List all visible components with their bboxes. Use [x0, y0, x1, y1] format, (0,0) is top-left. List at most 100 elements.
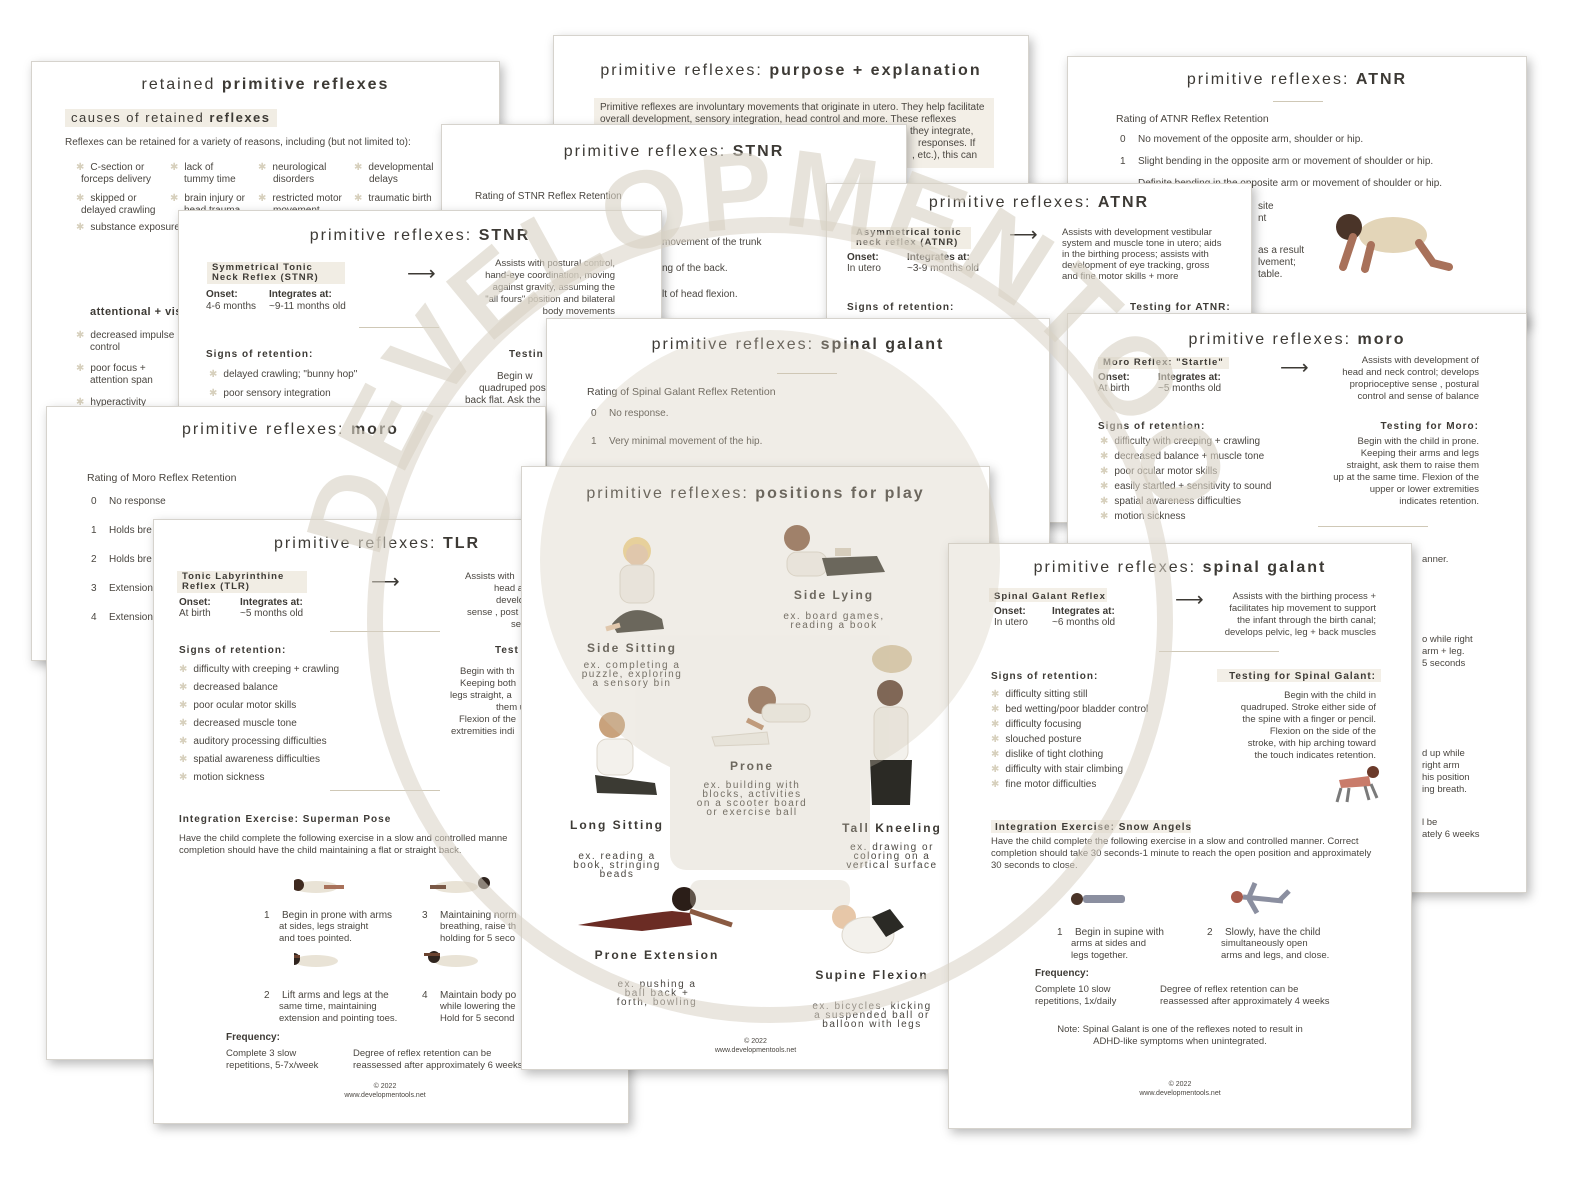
position-example: vertical surface: [846, 860, 938, 871]
crawling-child-illustration: [1336, 214, 1453, 273]
description: se: [511, 619, 522, 630]
step-item: breathing, raise th: [440, 921, 517, 932]
body-text: , etc.), this can: [912, 150, 978, 161]
fragment: movement of the trunk: [662, 237, 762, 248]
section-tag: causes of retained reflexes: [65, 109, 277, 127]
frequency-text: repetitions, 1x/daily: [1035, 996, 1117, 1007]
footer-copyright: © 2022: [1168, 1081, 1192, 1088]
description: control and sense of balance: [1357, 391, 1479, 402]
sign-item: motion sickness: [1100, 510, 1185, 523]
reflex-tag: Moro Reflex: "Startle": [1098, 357, 1229, 369]
position-example: or exercise ball: [706, 807, 798, 818]
description: "all fours" position and bilateral: [485, 294, 615, 305]
position-example: reading a book: [790, 620, 878, 631]
sheet-title: primitive reflexes: moro: [1188, 331, 1406, 348]
testing-heading: Test: [495, 645, 519, 656]
position-label: Side Lying: [793, 588, 875, 602]
testing-text: Flexion on the side of the: [1269, 726, 1376, 737]
supine-flexion-illustration: [832, 905, 904, 954]
sheet-title: primitive reflexes: positions for play: [586, 485, 925, 502]
sheet-title: primitive reflexes: moro: [182, 421, 399, 438]
rating-heading: Rating of Moro Reflex Retention: [87, 472, 237, 484]
description: proprioceptive sense , postural: [1349, 379, 1479, 390]
sign-item: delayed crawling; "bunny hop": [209, 368, 357, 381]
fragment: ng of the back.: [662, 263, 728, 274]
frequency-text: repetitions, 5-7x/week: [226, 1060, 319, 1071]
list-item: substance exposure: [76, 221, 180, 234]
footer-copyright: © 2022: [373, 1083, 397, 1090]
sign-item: difficulty with stair climbing: [991, 763, 1123, 776]
sheet-title: primitive reflexes: spinal galant: [651, 336, 945, 353]
exercise-intro: Have the child complete the following ex…: [179, 833, 508, 844]
testing-text: up at the same time. Flexion of the: [1333, 472, 1479, 483]
testing-text: upper or lower extremities: [1369, 484, 1479, 495]
fragment: l be: [1422, 817, 1438, 828]
exercise-intro: Have the child complete the following ex…: [991, 836, 1359, 847]
body-text: responses. If: [918, 138, 976, 149]
testing-heading: Testing for ATNR:: [1130, 302, 1231, 313]
description: against gravity, assuming the: [492, 282, 615, 293]
reassess-text: Degree of reflex retention can be: [353, 1048, 492, 1059]
description: Assists with postural control,: [495, 258, 615, 269]
list-item: tummy time: [184, 174, 236, 185]
divider: [1159, 651, 1279, 652]
sheet-title: primitive reflexes: STNR: [563, 143, 785, 160]
heading-highlight: [1217, 669, 1381, 682]
testing-text: Begin with the child in: [1284, 690, 1376, 701]
divider: [330, 631, 440, 632]
sign-item: decreased balance: [179, 681, 278, 694]
exercise-intro: completion should take 30 seconds-1 minu…: [991, 848, 1372, 859]
step-item: extension and pointing toes.: [279, 1013, 398, 1024]
position-label: Tall Kneeling: [842, 821, 942, 835]
fragment: ately 6 weeks: [1422, 829, 1480, 840]
sheet-spinal-galant: primitive reflexes: spinal galant Spinal…: [948, 543, 1412, 1129]
integrates-label: Integrates at:: [1158, 372, 1221, 383]
sign-item: spatial awareness difficulties: [1100, 495, 1241, 508]
rating-heading: Rating of Spinal Galant Reflex Retention: [587, 386, 776, 398]
description: Assists with development of: [1361, 355, 1479, 366]
signs-heading: Signs of retention:: [991, 671, 1099, 682]
divider: [1273, 101, 1323, 102]
reassess-text: reassessed after approximately 6 weeks: [353, 1060, 523, 1071]
description: Assists with the birthing process +: [1232, 591, 1376, 602]
integrates-value: ~6 months old: [1052, 617, 1116, 628]
fragment: anner.: [1422, 554, 1449, 565]
footer-url: www.developmentools.net: [1139, 1090, 1221, 1097]
step-item: Hold for 5 second: [440, 1013, 515, 1024]
step-item: legs together.: [1071, 950, 1129, 961]
description: Assists with: [465, 571, 515, 582]
sheet-positions-for-play: primitive reflexes: positions for play S…: [521, 466, 990, 1070]
section-heading: attentional + vis: [90, 306, 182, 318]
list-item: poor focus +: [76, 362, 145, 375]
frequency-text: Complete 3 slow: [226, 1048, 297, 1059]
exercise-intro: completion should have the child maintai…: [179, 845, 462, 856]
description: sense , post: [467, 607, 519, 618]
arrow-icon: ⟶: [1280, 357, 1309, 379]
frequency-label: Frequency:: [1035, 968, 1089, 979]
list-item: lack of: [170, 161, 213, 174]
testing-text: Keeping their arms and legs: [1360, 448, 1479, 459]
onset-value: At birth: [179, 608, 211, 619]
sign-item: spatial awareness difficulties: [179, 753, 320, 766]
list-item: brain injury or: [170, 192, 245, 205]
step-item: at sides, legs straight: [279, 921, 369, 932]
exercise-heading: Integration Exercise: Superman Pose: [179, 814, 392, 825]
body-text: they integrate,: [910, 126, 974, 137]
sign-item: decreased muscle tone: [179, 717, 296, 730]
sign-item: poor ocular motor skills: [1100, 465, 1217, 478]
position-label: Long Sitting: [570, 818, 664, 832]
snow-angels-illustration: [1071, 882, 1291, 915]
signs-heading: Signs of retention:: [206, 349, 314, 360]
position-example: beads: [599, 869, 635, 880]
sheet-title: primitive reflexes: ATNR: [928, 194, 1150, 211]
footer-copyright: © 2022: [744, 1038, 767, 1045]
onset-value: In utero: [847, 263, 881, 274]
position-example: forth, bowling: [616, 997, 698, 1008]
tall-kneeling-illustration: [870, 645, 912, 805]
sign-item: difficulty sitting still: [991, 688, 1087, 701]
